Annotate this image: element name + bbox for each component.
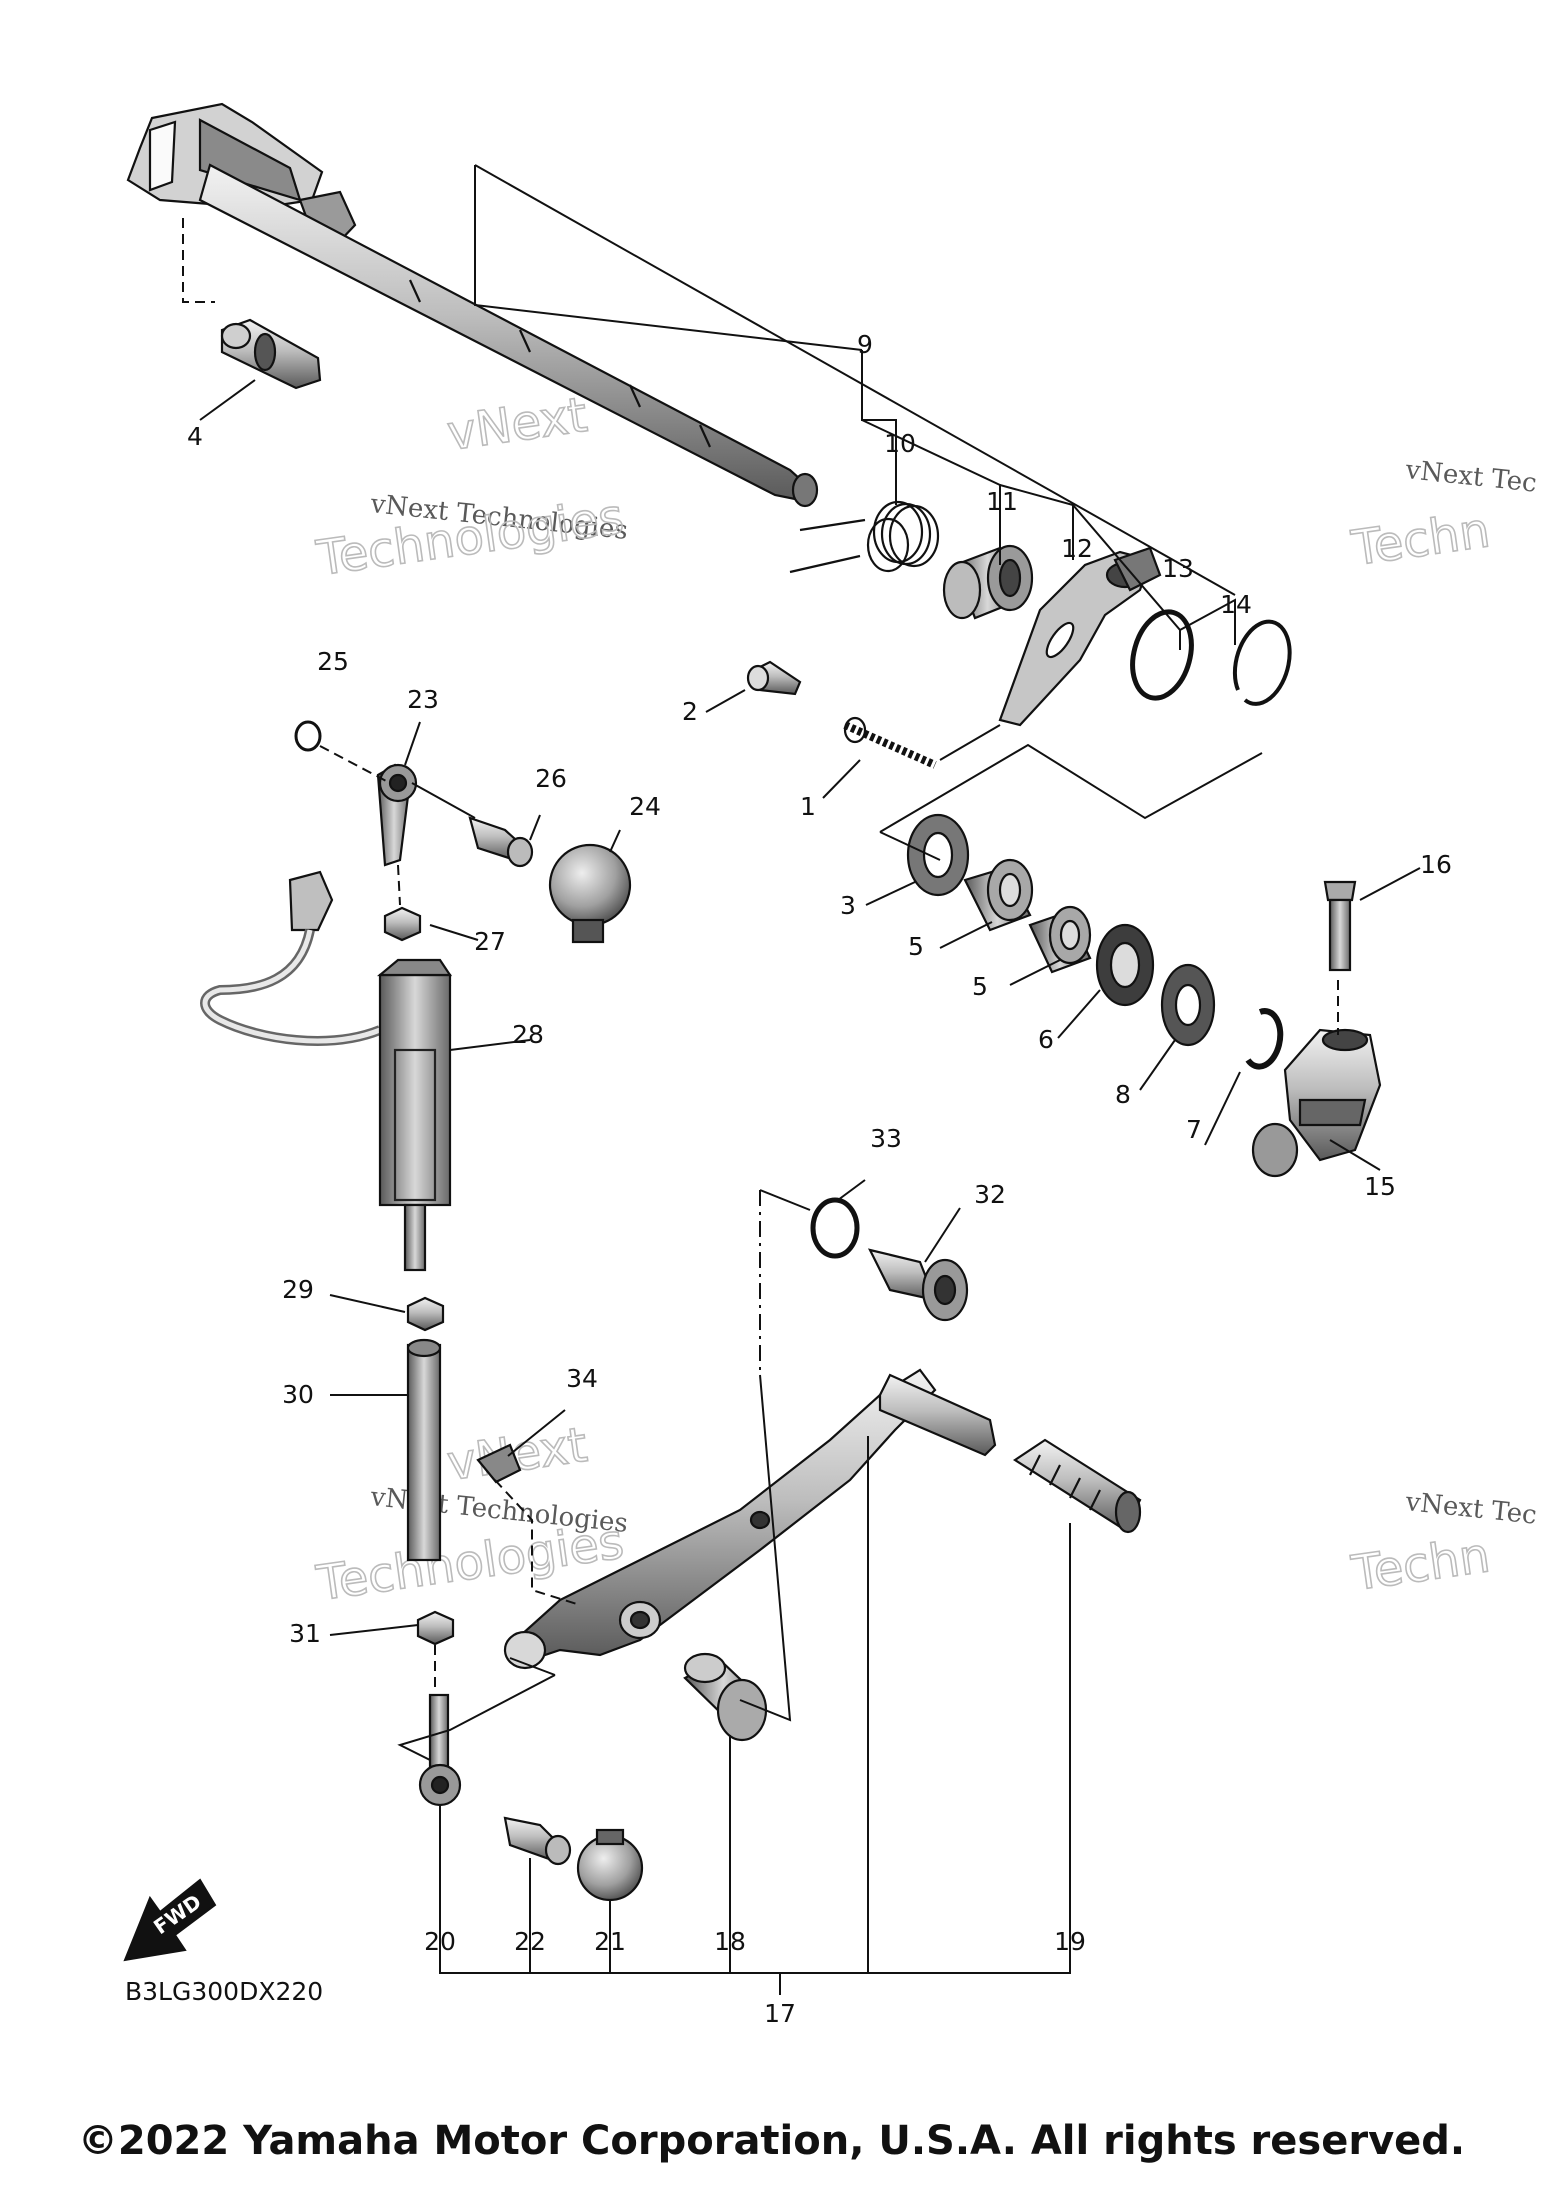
label-34: 34 bbox=[566, 1364, 598, 1393]
label-22: 22 bbox=[514, 1927, 546, 1956]
label-31: 31 bbox=[289, 1619, 321, 1648]
label-1: 1 bbox=[800, 792, 816, 821]
part-30-rod bbox=[406, 1338, 442, 1562]
watermark-text: Techn bbox=[1348, 502, 1493, 577]
part-10-spring bbox=[789, 500, 940, 574]
part-32-pivot bbox=[867, 1248, 969, 1322]
watermark-text: vNext bbox=[444, 387, 591, 462]
part-4-pin bbox=[220, 318, 322, 390]
fwd-arrow-icon: FWD bbox=[123, 1878, 217, 1962]
watermark-text: vNext bbox=[444, 1417, 591, 1492]
label-29: 29 bbox=[282, 1275, 314, 1304]
part-8-washer bbox=[1160, 963, 1216, 1047]
label-30: 30 bbox=[282, 1380, 314, 1409]
part-6-seal bbox=[1095, 923, 1155, 1007]
part-2-bolt bbox=[746, 660, 802, 696]
part-16-bolt bbox=[1323, 880, 1357, 972]
label-21: 21 bbox=[594, 1927, 626, 1956]
label-4: 4 bbox=[187, 422, 203, 451]
label-3: 3 bbox=[840, 891, 856, 920]
part-20-rod-end bbox=[418, 1693, 462, 1807]
label-20: 20 bbox=[424, 1927, 456, 1956]
part-24-boot bbox=[548, 843, 632, 944]
label-16: 16 bbox=[1420, 850, 1452, 879]
label-12: 12 bbox=[1061, 534, 1093, 563]
diagram-code: B3LG300DX220 bbox=[125, 1977, 323, 2006]
part-27-nut bbox=[383, 906, 422, 942]
copyright-text: ©2022 Yamaha Motor Corporation, U.S.A. A… bbox=[77, 2118, 1466, 2164]
label-11: 11 bbox=[986, 487, 1018, 516]
part-14-circlip bbox=[1232, 619, 1292, 706]
part-25-clip bbox=[294, 720, 322, 752]
part-7-clip bbox=[1245, 1008, 1284, 1070]
label-15: 15 bbox=[1364, 1172, 1396, 1201]
shift-shaft bbox=[126, 102, 819, 508]
part-5-collar bbox=[963, 858, 1034, 932]
label-18: 18 bbox=[714, 1927, 746, 1956]
label-24: 24 bbox=[629, 792, 661, 821]
label-2: 2 bbox=[682, 697, 698, 726]
part-31-nut bbox=[416, 1610, 455, 1646]
part-22-bolt bbox=[503, 1816, 572, 1866]
label-6: 6 bbox=[1038, 1025, 1054, 1054]
label-9: 9 bbox=[857, 330, 873, 359]
watermark-text: vNext Tec bbox=[1403, 1487, 1538, 1531]
label-25: 25 bbox=[317, 647, 349, 676]
label-32: 32 bbox=[974, 1180, 1006, 1209]
callout-labels: 1 2 3 4 5 5 6 7 8 9 10 11 12 13 14 15 16… bbox=[187, 330, 1452, 2028]
watermark-text: Techn bbox=[1348, 1527, 1493, 1602]
label-13: 13 bbox=[1162, 554, 1194, 583]
part-12-arm bbox=[998, 546, 1162, 727]
part-18-bushing bbox=[683, 1652, 768, 1742]
label-14: 14 bbox=[1220, 590, 1252, 619]
part-29-nut bbox=[406, 1296, 445, 1332]
label-28: 28 bbox=[512, 1020, 544, 1049]
label-23: 23 bbox=[407, 685, 439, 714]
label-7: 7 bbox=[1186, 1115, 1202, 1144]
part-28-sensor bbox=[200, 870, 453, 1272]
watermark-text: vNext Tec bbox=[1403, 455, 1538, 499]
label-8: 8 bbox=[1115, 1080, 1131, 1109]
part-23-rod-end bbox=[376, 763, 418, 867]
label-19: 19 bbox=[1054, 1927, 1086, 1956]
label-17: 17 bbox=[764, 1999, 796, 2028]
part-11-collar bbox=[942, 544, 1034, 620]
label-10: 10 bbox=[884, 429, 916, 458]
leader-lines bbox=[182, 164, 1421, 1995]
label-33: 33 bbox=[870, 1124, 902, 1153]
part-13-washer bbox=[1130, 609, 1194, 701]
label-5: 5 bbox=[908, 932, 924, 961]
part-21-boot bbox=[576, 1828, 644, 1902]
part-15-clamp bbox=[1251, 1028, 1382, 1178]
part-26-bolt bbox=[468, 816, 534, 868]
label-27: 27 bbox=[474, 927, 506, 956]
part-3-washer bbox=[906, 813, 970, 897]
part-33-oring bbox=[810, 1197, 860, 1259]
label-5-second: 5 bbox=[972, 972, 988, 1001]
label-26: 26 bbox=[535, 764, 567, 793]
part-19-rubber bbox=[1012, 1438, 1142, 1534]
part-5-collar bbox=[1028, 905, 1092, 974]
part-1-spring bbox=[843, 716, 937, 769]
parts bbox=[126, 102, 1382, 1902]
